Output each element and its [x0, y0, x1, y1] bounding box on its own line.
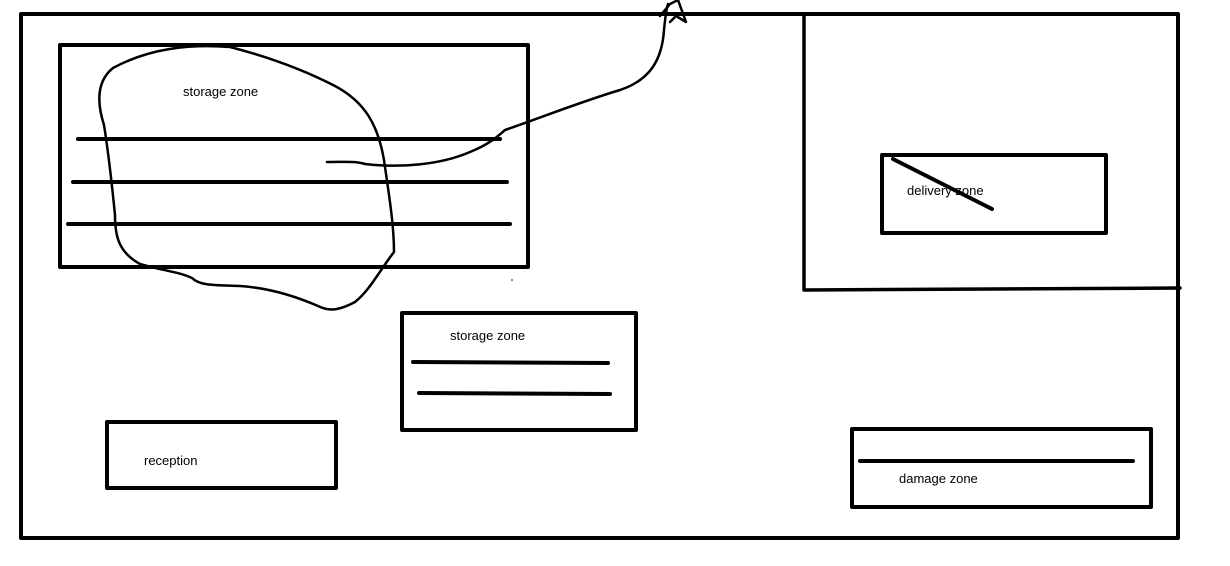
stray-dot-mark	[511, 279, 513, 281]
storage-shelf-line	[411, 360, 610, 365]
storage-zone-top-box	[58, 43, 530, 269]
hand-drawn-circle-mark	[98, 44, 396, 311]
damage-zone-label: damage zone	[899, 471, 978, 486]
reception-box	[105, 420, 338, 490]
storage-zone-middle-box	[400, 311, 638, 432]
delivery-area-outline	[802, 14, 1182, 292]
storage-zone-middle-label: storage zone	[450, 328, 526, 343]
delivery-zone-label: delivery zone	[907, 183, 984, 198]
delivery-zone-box	[880, 153, 1108, 235]
arrow-head-icon	[658, 0, 688, 24]
storage-zone-top-label: storage zone	[183, 84, 259, 99]
hand-drawn-arrow-line	[325, 2, 670, 167]
strike-through-mark	[891, 157, 994, 211]
storage-shelf-line	[417, 391, 612, 396]
reception-label: reception	[144, 453, 198, 468]
damage-zone-box	[850, 427, 1153, 509]
warehouse-outline	[19, 12, 1180, 540]
